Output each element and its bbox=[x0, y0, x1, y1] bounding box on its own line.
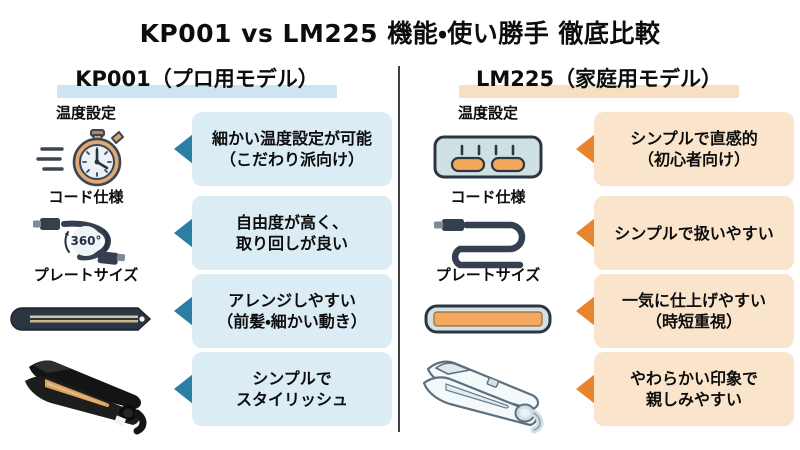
header-highlight-band bbox=[57, 85, 337, 98]
callout-bubble: シンプルで スタイリッシュ bbox=[192, 352, 392, 426]
callout-temperature-lm225: シンプルで直感的 （初心者向け） bbox=[576, 112, 794, 186]
callout-arrow-icon bbox=[576, 134, 595, 164]
page-title: KP001 vs LM225 機能・使い勝手 徹底比較 bbox=[139, 19, 661, 48]
callout-arrow-icon bbox=[174, 134, 193, 164]
black-straightener-icon bbox=[2, 350, 170, 435]
column-header-label: LM225（家庭用モデル） bbox=[475, 67, 723, 91]
category-label: 温度設定 bbox=[457, 104, 518, 122]
callout-line: シンプルで扱いやすい bbox=[614, 223, 774, 243]
category-label: コード仕様 bbox=[450, 188, 526, 206]
wide-plate-icon bbox=[404, 286, 572, 352]
plain-cord-icon bbox=[404, 208, 572, 274]
callout-bubble: やわらかい印象で 親しみやすい bbox=[594, 352, 794, 426]
callout-bubble: シンプルで直感的 （初心者向け） bbox=[594, 112, 794, 186]
category-label: プレートサイズ bbox=[33, 266, 139, 284]
swivel-cord-360-icon: 360° bbox=[2, 208, 170, 274]
row-icon-area bbox=[2, 348, 170, 435]
white-straightener-icon bbox=[404, 350, 572, 434]
callout-line: シンプルで直感的 bbox=[630, 129, 758, 148]
callout-bubble: シンプルで扱いやすい bbox=[594, 196, 794, 270]
callout-line: アレンジしやすい bbox=[228, 291, 356, 310]
row-icon-area: プレートサイズ bbox=[404, 266, 572, 354]
row-temperature-lm225: 温度設定 シンプルで直感的 （初心者向け） bbox=[404, 104, 794, 192]
column-header-kp001: KP001（プロ用モデル） bbox=[2, 62, 392, 102]
category-label: プレートサイズ bbox=[435, 266, 541, 284]
callout-line: （初心者向け） bbox=[637, 150, 750, 169]
callout-arrow-icon bbox=[174, 374, 193, 404]
row-plate-kp001: プレートサイズ アレンジしやすい （前髪・細かい動き） bbox=[2, 266, 392, 354]
svg-text:360°: 360° bbox=[70, 234, 101, 248]
stopwatch-icon bbox=[2, 124, 170, 190]
callout-line: 取り回しが良い bbox=[235, 234, 348, 253]
row-design-kp001: シンプルで スタイリッシュ bbox=[2, 348, 392, 435]
control-panel-icon bbox=[404, 124, 572, 190]
callout-arrow-icon bbox=[576, 374, 595, 404]
callout-line: 親しみやすい bbox=[645, 390, 742, 409]
callout-plate-kp001: アレンジしやすい （前髪・細かい動き） bbox=[174, 274, 392, 348]
row-icon-area: コード仕様 bbox=[404, 188, 572, 276]
callout-bubble: 細かい温度設定が可能 （こだわり派向け） bbox=[192, 112, 392, 186]
callout-arrow-icon bbox=[576, 218, 595, 248]
column-header-lm225: LM225（家庭用モデル） bbox=[404, 62, 794, 102]
callout-bubble: アレンジしやすい （前髪・細かい動き） bbox=[192, 274, 392, 348]
callout-plate-lm225: 一気に仕上げやすい （時短重視） bbox=[576, 274, 794, 348]
row-icon-area: コード仕様 360° bbox=[2, 188, 170, 276]
callout-line: スタイリッシュ bbox=[235, 390, 348, 409]
row-cord-lm225: コード仕様 シンプルで扱いやすい bbox=[404, 188, 794, 276]
column-kp001: KP001（プロ用モデル） 温度設定 bbox=[2, 62, 392, 442]
row-design-lm225: やわらかい印象で 親しみやすい bbox=[404, 348, 794, 434]
row-plate-lm225: プレートサイズ 一気に仕上げやすい （時短重視） bbox=[404, 266, 794, 354]
callout-line: 細かい温度設定が可能 bbox=[211, 129, 372, 148]
row-cord-kp001: コード仕様 360° 自由度が高 bbox=[2, 188, 392, 276]
row-icon-area: 温度設定 bbox=[2, 104, 170, 192]
callout-cord-lm225: シンプルで扱いやすい bbox=[576, 196, 794, 270]
callout-line: やわらかい印象で bbox=[629, 369, 758, 388]
column-header-label: KP001（プロ用モデル） bbox=[75, 67, 319, 91]
callout-line: 一気に仕上げやすい bbox=[621, 291, 766, 310]
callout-design-kp001: シンプルで スタイリッシュ bbox=[174, 352, 392, 426]
row-icon-area bbox=[404, 348, 572, 434]
callout-cord-kp001: 自由度が高く、 取り回しが良い bbox=[174, 196, 392, 270]
callout-bubble: 一気に仕上げやすい （時短重視） bbox=[594, 274, 794, 348]
callout-line: シンプルで bbox=[252, 369, 332, 388]
category-label: コード仕様 bbox=[48, 188, 124, 206]
callout-line: （時短重視） bbox=[645, 312, 742, 331]
column-divider bbox=[398, 66, 400, 432]
header-highlight-band bbox=[459, 85, 739, 98]
callout-bubble: 自由度が高く、 取り回しが良い bbox=[192, 196, 392, 270]
row-icon-area: プレートサイズ bbox=[2, 266, 170, 354]
column-lm225: LM225（家庭用モデル） 温度設定 bbox=[404, 62, 794, 442]
callout-arrow-icon bbox=[174, 296, 193, 326]
category-label: 温度設定 bbox=[55, 104, 116, 122]
callout-temperature-kp001: 細かい温度設定が可能 （こだわり派向け） bbox=[174, 112, 392, 186]
callout-line: （こだわり派向け） bbox=[219, 150, 364, 169]
callout-line: （前髪・細かい動き） bbox=[217, 312, 367, 331]
callout-line: 自由度が高く、 bbox=[235, 213, 348, 232]
narrow-plate-icon bbox=[2, 286, 170, 352]
callout-arrow-icon bbox=[174, 218, 193, 248]
callout-arrow-icon bbox=[576, 296, 595, 326]
row-icon-area: 温度設定 bbox=[404, 104, 572, 192]
callout-design-lm225: やわらかい印象で 親しみやすい bbox=[576, 352, 794, 426]
row-temperature-kp001: 温度設定 bbox=[2, 104, 392, 192]
